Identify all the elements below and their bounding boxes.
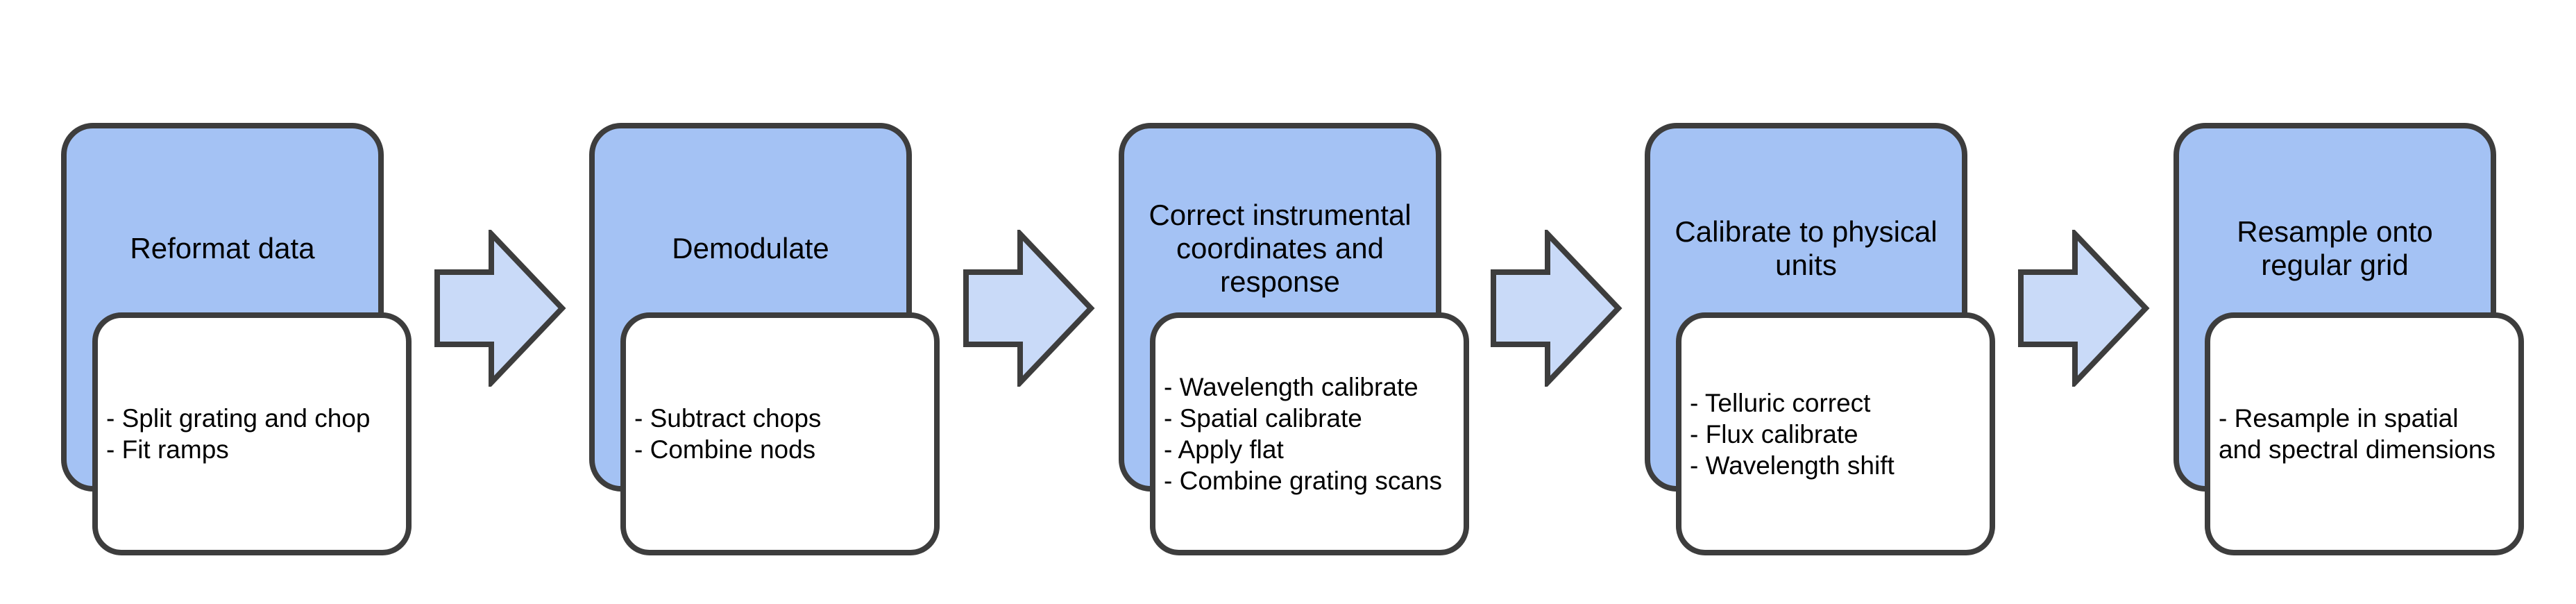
- step-list: - Telluric correct - Flux calibrate - Wa…: [1676, 312, 1995, 555]
- step-card: [2205, 312, 2524, 555]
- stage-title: Demodulate: [672, 231, 829, 265]
- stage-title: Correct instrumental coordinates and res…: [1149, 198, 1412, 298]
- flow-arrow-icon: [963, 230, 1095, 387]
- step-line: - Spatial calibrate: [1164, 404, 1362, 433]
- step-line: - Fit ramps: [106, 435, 229, 464]
- step-line: - Wavelength calibrate: [1164, 373, 1418, 401]
- step-card: [620, 312, 940, 555]
- step-card: [1150, 312, 1469, 555]
- stage-correct-instrumental: Correct instrumental coordinates and res…: [1119, 0, 1469, 604]
- stage-calibrate-physical-units: Calibrate to physical units - Telluric c…: [1645, 0, 1995, 604]
- step-line: - Combine grating scans: [1164, 467, 1443, 495]
- stage-title: Calibrate to physical units: [1675, 215, 1938, 281]
- flow-arrow-icon: [1491, 230, 1622, 387]
- step-list: - Split grating and chop - Fit ramps: [92, 312, 412, 555]
- step-list: - Subtract chops - Combine nods: [620, 312, 940, 555]
- stage-title: Resample onto regular grid: [2237, 215, 2433, 281]
- stage-reformat-data: Reformat data - Split grating and chop -…: [61, 0, 412, 604]
- step-line: - Apply flat: [1164, 435, 1284, 464]
- step-line: - Flux calibrate: [1690, 419, 1858, 448]
- step-line: - Resample in spatial: [2219, 404, 2459, 433]
- flow-arrow-icon: [434, 230, 566, 387]
- step-list: - Wavelength calibrate - Spatial calibra…: [1150, 312, 1469, 555]
- flow-arrow-icon: [2018, 230, 2150, 387]
- stage-demodulate: Demodulate - Subtract chops - Combine no…: [589, 0, 940, 604]
- step-list: - Resample in spatial and spectral dimen…: [2205, 312, 2524, 555]
- step-line: - Combine nods: [634, 435, 816, 464]
- step-card: [1676, 312, 1995, 555]
- step-line: - Telluric correct: [1690, 388, 1871, 417]
- step-card: [92, 312, 412, 555]
- stage-resample-regular-grid: Resample onto regular grid - Resample in…: [2174, 0, 2524, 604]
- step-line: and spectral dimensions: [2219, 435, 2496, 464]
- stage-title: Reformat data: [130, 231, 315, 265]
- step-line: - Split grating and chop: [106, 404, 371, 433]
- step-line: - Wavelength shift: [1690, 451, 1895, 480]
- step-line: - Subtract chops: [634, 404, 822, 433]
